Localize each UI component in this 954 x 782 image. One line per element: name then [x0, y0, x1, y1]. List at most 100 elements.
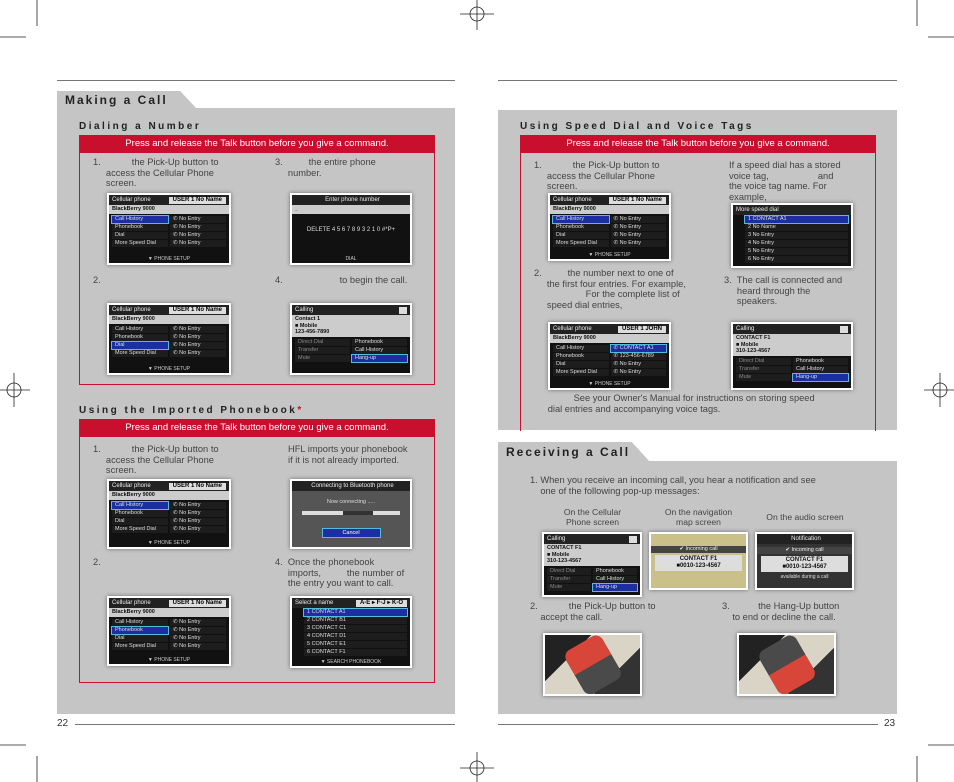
list-item: 6 No Entry: [745, 256, 848, 263]
screen-footer: ▼ PHONE SETUP: [147, 540, 191, 546]
menu-item: Call History: [112, 619, 168, 626]
speed-dial-entry: ✆ CONTACT A1: [609, 344, 667, 353]
speed-dial-entry: ✆ No Entry: [170, 502, 226, 509]
menu-item: Phonebook: [553, 224, 609, 231]
screen-title-bar: Calling: [544, 534, 640, 544]
dial-keys: DELETE 4 5 6 7 8 9 3 2 1 0 #*P+: [306, 227, 396, 233]
contact-name: CONTACT F1: [679, 556, 718, 562]
menu-item: More Speed Dial: [112, 350, 168, 357]
call-option: Mute: [736, 373, 791, 381]
step-2: 2.: [93, 557, 101, 567]
dial-pad-screen: Enter phone number_DELETE 4 5 6 7 8 9 3 …: [290, 193, 412, 265]
screen-title: Enter phone number: [325, 197, 380, 203]
contact-name: CONTACT F1: [736, 335, 771, 341]
menu-item: Phonebook: [112, 334, 168, 341]
list-item: 5 CONTACT E1: [304, 641, 407, 648]
device-name: BlackBerry 9000: [550, 334, 669, 343]
screen-title: Connecting to Bluetooth phone: [311, 483, 394, 489]
user-selector: USER 1 No Name: [168, 599, 226, 607]
dialing-heading: Dialing a Number: [79, 121, 202, 132]
step-2: 2. the number next to one of the first f…: [534, 268, 686, 310]
screen-title: Cellular phone: [553, 197, 592, 203]
screen-title: Cellular phone: [112, 307, 151, 313]
list-item: 3 No Entry: [745, 232, 848, 239]
speed-dial-entry: ✆ 123-456-6789: [610, 353, 666, 360]
bottom-rule: [75, 724, 455, 725]
screen-title-bar: Calling: [292, 305, 410, 315]
step-4: 4. to begin the call.: [275, 275, 408, 285]
section-title: Making a Call: [65, 93, 168, 107]
call-option: Hang-up: [351, 353, 408, 363]
audio-note: available during a call: [780, 574, 829, 580]
call-option: Direct Dial: [736, 357, 791, 365]
screen-footer: ▼ PHONE SETUP: [588, 381, 631, 387]
screen-title: Select a name: [295, 600, 334, 606]
speed-dial-entry: ✆ No Entry: [610, 232, 666, 239]
call-option: Direct Dial: [547, 567, 591, 575]
phone-number: ■0010-123-4567: [782, 564, 827, 570]
step-3: 3. the entire phone number.: [275, 157, 376, 178]
screen-title: Cellular phone: [553, 326, 592, 332]
menu-item: More Speed Dial: [112, 240, 168, 247]
incoming-notice: ✔ Incoming call: [651, 546, 746, 553]
user-selector: USER 1 JOHN: [617, 325, 666, 333]
list-item: 1 CONTACT A1: [303, 608, 408, 617]
section-title: Receiving a Call: [506, 445, 631, 459]
menu-item: Phonebook: [112, 510, 168, 517]
list-item: 2 No Name: [745, 224, 848, 231]
incoming-notice: ✔ Incoming call: [757, 547, 852, 554]
call-option: Phonebook: [593, 567, 637, 575]
asterisk: *: [297, 405, 304, 416]
list-item: 6 CONTACT F1: [304, 649, 407, 656]
screen-footer: ▼ PHONE SETUP: [147, 256, 191, 262]
page-number: 22: [57, 718, 69, 729]
menu-item: Dial: [111, 341, 169, 350]
contact-name: CONTACT F1: [547, 545, 582, 551]
speed-dial-entry: ✆ No Entry: [170, 635, 226, 642]
phone-number: 310-123-4567: [736, 348, 771, 354]
speed-dial-entry: ✆ No Entry: [170, 643, 226, 650]
screen-title: Cellular phone: [112, 483, 151, 489]
menu-item: Phonebook: [553, 353, 609, 360]
speed-dial-note: See your Owner's Manual for instructions…: [547, 393, 815, 414]
menu-item: Dial: [553, 232, 609, 239]
section-tab: [57, 91, 197, 109]
call-option: Hang-up: [592, 582, 638, 592]
speed-dial-entry: ✆ No Entry: [170, 334, 226, 341]
call-option: Call History: [352, 346, 407, 354]
menu-item: Phonebook: [111, 626, 169, 635]
step-1: 1. the Pick-Up button to access the Cell…: [93, 444, 219, 475]
top-rule: [57, 80, 455, 81]
progress-fill: [343, 511, 373, 515]
screen-footer: DIAL: [345, 256, 357, 262]
contact-name: CONTACT F1: [785, 557, 824, 563]
step-4: 4. Once the phonebook imports, the numbe…: [275, 557, 405, 588]
screen-title-bar: Enter phone number: [292, 195, 410, 205]
phonebook-box: Press and release the Talk button before…: [79, 419, 435, 683]
menu-item: Call History: [553, 345, 609, 352]
phone-type: ■ Mobile: [295, 322, 318, 329]
contact-name: Contact 1: [295, 316, 321, 322]
status-text: Now connecting .....: [326, 499, 376, 505]
step-2: 2.: [93, 275, 101, 285]
speed-dial-entry: ✆ No Entry: [610, 216, 666, 223]
menu-item: Call History: [552, 215, 610, 224]
list-item: 3 CONTACT C1: [304, 625, 407, 632]
speed-dial-entry: ✆ No Entry: [170, 224, 226, 231]
step-3: HFL imports your phonebook if it is not …: [288, 444, 408, 465]
